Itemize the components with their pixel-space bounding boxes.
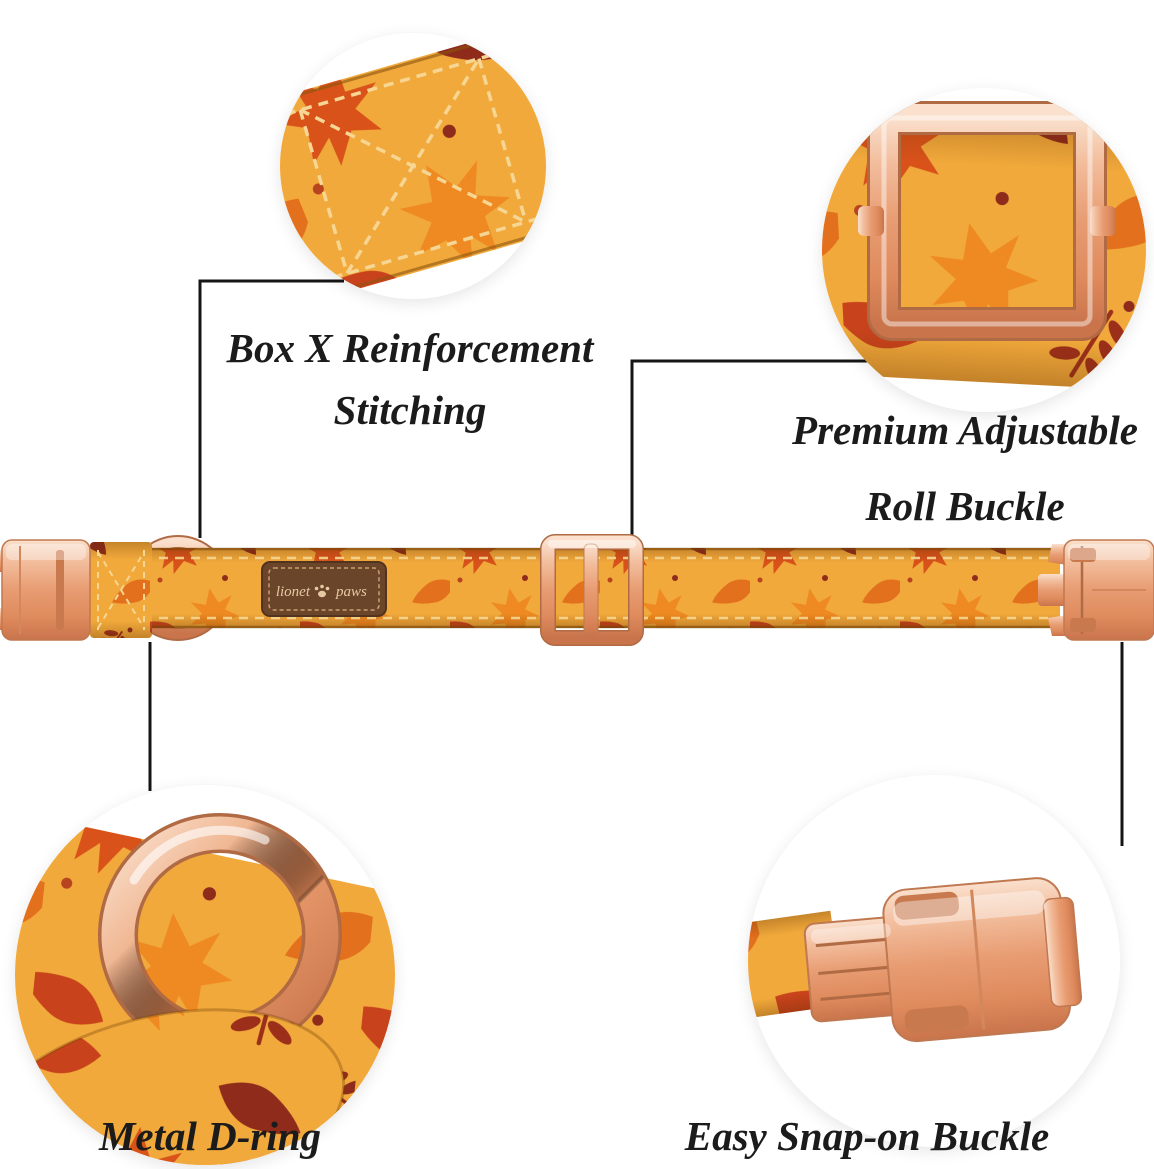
label-box-stitching-line1: Box X Reinforcement (226, 325, 594, 371)
label-box-stitching: Box X Reinforcement Stitching (170, 318, 650, 441)
label-box-stitching-line2: Stitching (333, 386, 487, 433)
collar-buckle-right (1038, 539, 1154, 641)
collar-webbing (84, 547, 1060, 629)
snap-buckle-zoom-image (748, 775, 1120, 1147)
callout-snap-buckle (748, 775, 1120, 1147)
callout-box-stitching (280, 33, 546, 299)
snap-buckle-metal (803, 877, 1083, 1043)
label-roll-buckle: Premium Adjustable Roll Buckle (715, 400, 1154, 537)
collar-buckle-left (0, 539, 91, 641)
callout-roll-buckle (822, 88, 1146, 412)
label-snap-buckle: Easy Snap-on Buckle (684, 1113, 1050, 1159)
collar-brand-tag: lionet paws (261, 561, 387, 617)
collar-slider-buckle (540, 534, 644, 646)
roll-buckle-zoom-image (822, 88, 1146, 412)
brand-text-right: paws (335, 584, 367, 600)
collar-image: lionet paws (0, 534, 1154, 646)
roll-buckle-frame (858, 101, 1116, 341)
label-roll-buckle-line2: Roll Buckle (865, 482, 1065, 529)
collar-fabric-loop (90, 542, 152, 638)
brand-text-left: lionet (276, 584, 311, 600)
box-stitching-zoom-image (280, 33, 546, 299)
label-roll-buckle-line1: Premium Adjustable (792, 407, 1138, 453)
label-d-ring: Metal D-ring (98, 1113, 322, 1159)
paw-icon (314, 584, 330, 598)
